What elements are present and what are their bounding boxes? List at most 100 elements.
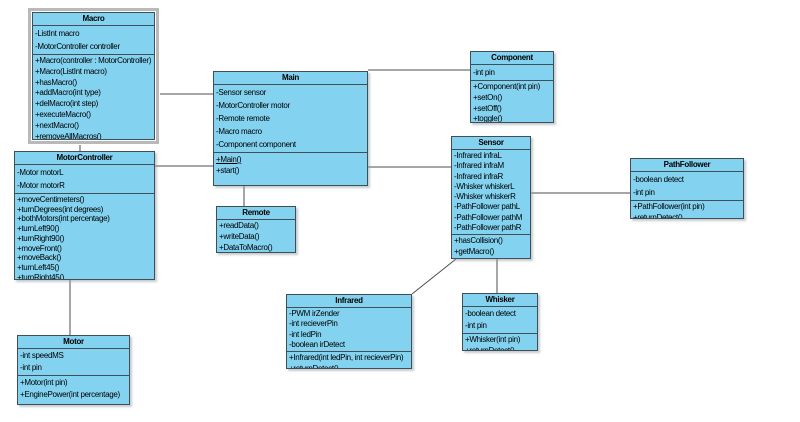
member-row: -Remote remote xyxy=(216,114,270,123)
class-pathfollower-methods: +PathFollower(int pin)+returnDetect() xyxy=(631,201,743,218)
member-row: +Component(int pin) xyxy=(473,82,541,91)
class-motorcontroller[interactable]: MotorController -Motor motorL -Motor moto… xyxy=(14,151,155,280)
member-row: +hasCollision() xyxy=(454,236,503,246)
member-row: -Infrared infraR xyxy=(454,171,503,181)
member-row: -PathFollower pathM xyxy=(454,212,523,222)
member-row: +removeAllMacros() xyxy=(35,131,102,139)
member-row: -boolean irDetect xyxy=(289,339,345,349)
member-row: -PWM irZender xyxy=(289,309,340,318)
member-row: -Motor motorR xyxy=(17,181,65,190)
member-row-static-main: +Main() xyxy=(216,155,242,164)
class-main-methods: +Main() +start() xyxy=(214,153,367,185)
class-macro[interactable]: Macro -ListInt macro -MotorController con… xyxy=(32,12,155,140)
member-row: -Whisker whiskerR xyxy=(454,192,516,202)
class-macro-attributes: -ListInt macro -MotorController controlle… xyxy=(33,26,154,55)
member-row: +returnDetect() xyxy=(633,212,683,218)
class-infrared-attributes: -PWM irZender-int recieverPin-int ledPin… xyxy=(287,308,411,353)
member-row: +Macro(controller : MotorController) xyxy=(35,56,152,65)
member-row: -boolean detect xyxy=(633,175,684,184)
member-row: +toggle() xyxy=(473,114,503,122)
class-pathfollower-attributes: -boolean detect -int pin xyxy=(631,172,743,201)
member-row: -Sensor sensor xyxy=(216,88,267,97)
class-macro-methods: +Macro(controller : MotorController)+Mac… xyxy=(33,55,154,139)
member-row: +turnLeft45() xyxy=(17,262,60,272)
class-whisker-methods: +Whisker(int pin)+returnDetect() xyxy=(463,334,537,350)
class-macro-title: Macro xyxy=(33,13,154,26)
member-row: +bothMotors(int percentage) xyxy=(17,214,110,224)
member-row: +setOff() xyxy=(473,103,502,113)
class-component[interactable]: Component -int pin +Component(int pin)+s… xyxy=(470,51,554,123)
member-row: +DataToMacro() xyxy=(219,242,273,252)
member-row: -MotorController controller xyxy=(35,42,120,51)
class-remote[interactable]: Remote +readData()+writeData()+DataToMac… xyxy=(216,206,296,253)
connector-sensor-infrared[interactable] xyxy=(411,258,457,295)
class-motorcontroller-methods: +moveCentimeters()+turnDegrees(int degre… xyxy=(15,194,154,279)
class-pathfollower[interactable]: PathFollower -boolean detect -int pin +Pa… xyxy=(630,158,744,219)
class-main-attributes: -Sensor sensor -MotorController motor -Rem… xyxy=(214,85,367,153)
class-sensor[interactable]: Sensor -Infrared infraL-Infrared infraM-… xyxy=(451,136,531,259)
member-row: +getMacro() xyxy=(454,247,495,257)
member-row: +moveFront() xyxy=(17,243,62,253)
class-sensor-title: Sensor xyxy=(452,137,530,150)
member-row: -int pin xyxy=(20,363,42,372)
class-motor[interactable]: Motor -int speedMS -int pin +Motor(int pi… xyxy=(17,335,130,405)
class-motorcontroller-title: MotorController xyxy=(15,152,154,165)
class-infrared-title: Infrared xyxy=(287,295,411,308)
member-row: -Infrared infraL xyxy=(454,151,502,160)
member-row: +PathFollower(int pin) xyxy=(633,202,705,211)
member-row: -int recieverPin xyxy=(289,319,338,329)
class-component-title: Component xyxy=(471,52,553,65)
member-row: -boolean detect xyxy=(465,309,516,318)
member-row: +setOn() xyxy=(473,92,502,102)
member-row: +nextMacro() xyxy=(35,120,79,130)
member-row: +moveBack() xyxy=(17,253,62,263)
class-motor-methods: +Motor(int pin) +EnginePower(int percenta… xyxy=(18,376,129,404)
member-row: -Macro macro xyxy=(216,127,262,136)
class-main-title: Main xyxy=(214,72,367,85)
class-remote-title: Remote xyxy=(217,207,295,220)
member-row: +turnDegrees(int degrees) xyxy=(17,204,104,214)
member-row: +turnRight45() xyxy=(17,272,65,279)
member-row: +addMacro(int type) xyxy=(35,88,101,98)
member-row: -PathFollower pathL xyxy=(454,202,520,212)
member-row: +start() xyxy=(216,166,240,175)
member-row: -ListInt macro xyxy=(35,29,80,38)
member-row: -int pin xyxy=(633,188,655,197)
member-row: +turnLeft90() xyxy=(17,224,60,234)
member-row: -Component component xyxy=(216,140,296,149)
member-row: -MotorController motor xyxy=(216,101,290,110)
member-row: +turnRight90() xyxy=(17,233,65,243)
member-row: +writeData() xyxy=(219,231,260,241)
member-row: +hasMacro() xyxy=(35,77,77,87)
member-row: +moveCentimeters() xyxy=(17,195,85,204)
member-row: -int pin xyxy=(473,68,495,77)
class-motor-attributes: -int speedMS -int pin xyxy=(18,349,129,376)
member-row: +Infrared(int ledPin, int recieverPin) xyxy=(289,353,404,363)
member-row: -Motor motorL xyxy=(17,168,64,177)
member-row: -int ledPin xyxy=(289,329,322,339)
class-main[interactable]: Main -Sensor sensor -MotorController moto… xyxy=(213,71,368,186)
class-motor-title: Motor xyxy=(18,336,129,349)
class-whisker-attributes: -boolean detect -int pin xyxy=(463,307,537,334)
member-row: +executeMacro() xyxy=(35,109,91,119)
member-row: -Infrared infraM xyxy=(454,161,504,171)
class-component-methods: +Component(int pin)+setOn()+setOff()+tog… xyxy=(471,81,553,122)
class-whisker[interactable]: Whisker -boolean detect-int pin +Whisker… xyxy=(462,293,538,351)
member-row: -int pin xyxy=(465,321,487,330)
class-infrared-methods: +Infrared(int ledPin, int recieverPin)+r… xyxy=(287,352,411,368)
member-row: +returnDetect() xyxy=(463,346,537,350)
selection-frame: Macro -ListInt macro -MotorController con… xyxy=(28,8,159,144)
member-row: +Motor(int pin) xyxy=(20,378,68,387)
class-infrared[interactable]: Infrared -PWM irZender-int recieverPin-i… xyxy=(286,294,412,369)
member-row: +Macro(ListInt macro) xyxy=(35,66,107,76)
member-row: +EnginePower(int percentage) xyxy=(20,390,120,399)
member-row: +returnDetect() xyxy=(287,364,411,368)
class-remote-methods: +readData()+writeData()+DataToMacro() xyxy=(217,220,295,252)
member-row: +delMacro(int step) xyxy=(35,99,98,109)
class-sensor-methods: +hasCollision()+getMacro() xyxy=(452,235,530,258)
class-sensor-attributes: -Infrared infraL-Infrared infraM-Infrare… xyxy=(452,150,530,236)
member-row: -int speedMS xyxy=(20,351,64,360)
class-pathfollower-title: PathFollower xyxy=(631,159,743,172)
